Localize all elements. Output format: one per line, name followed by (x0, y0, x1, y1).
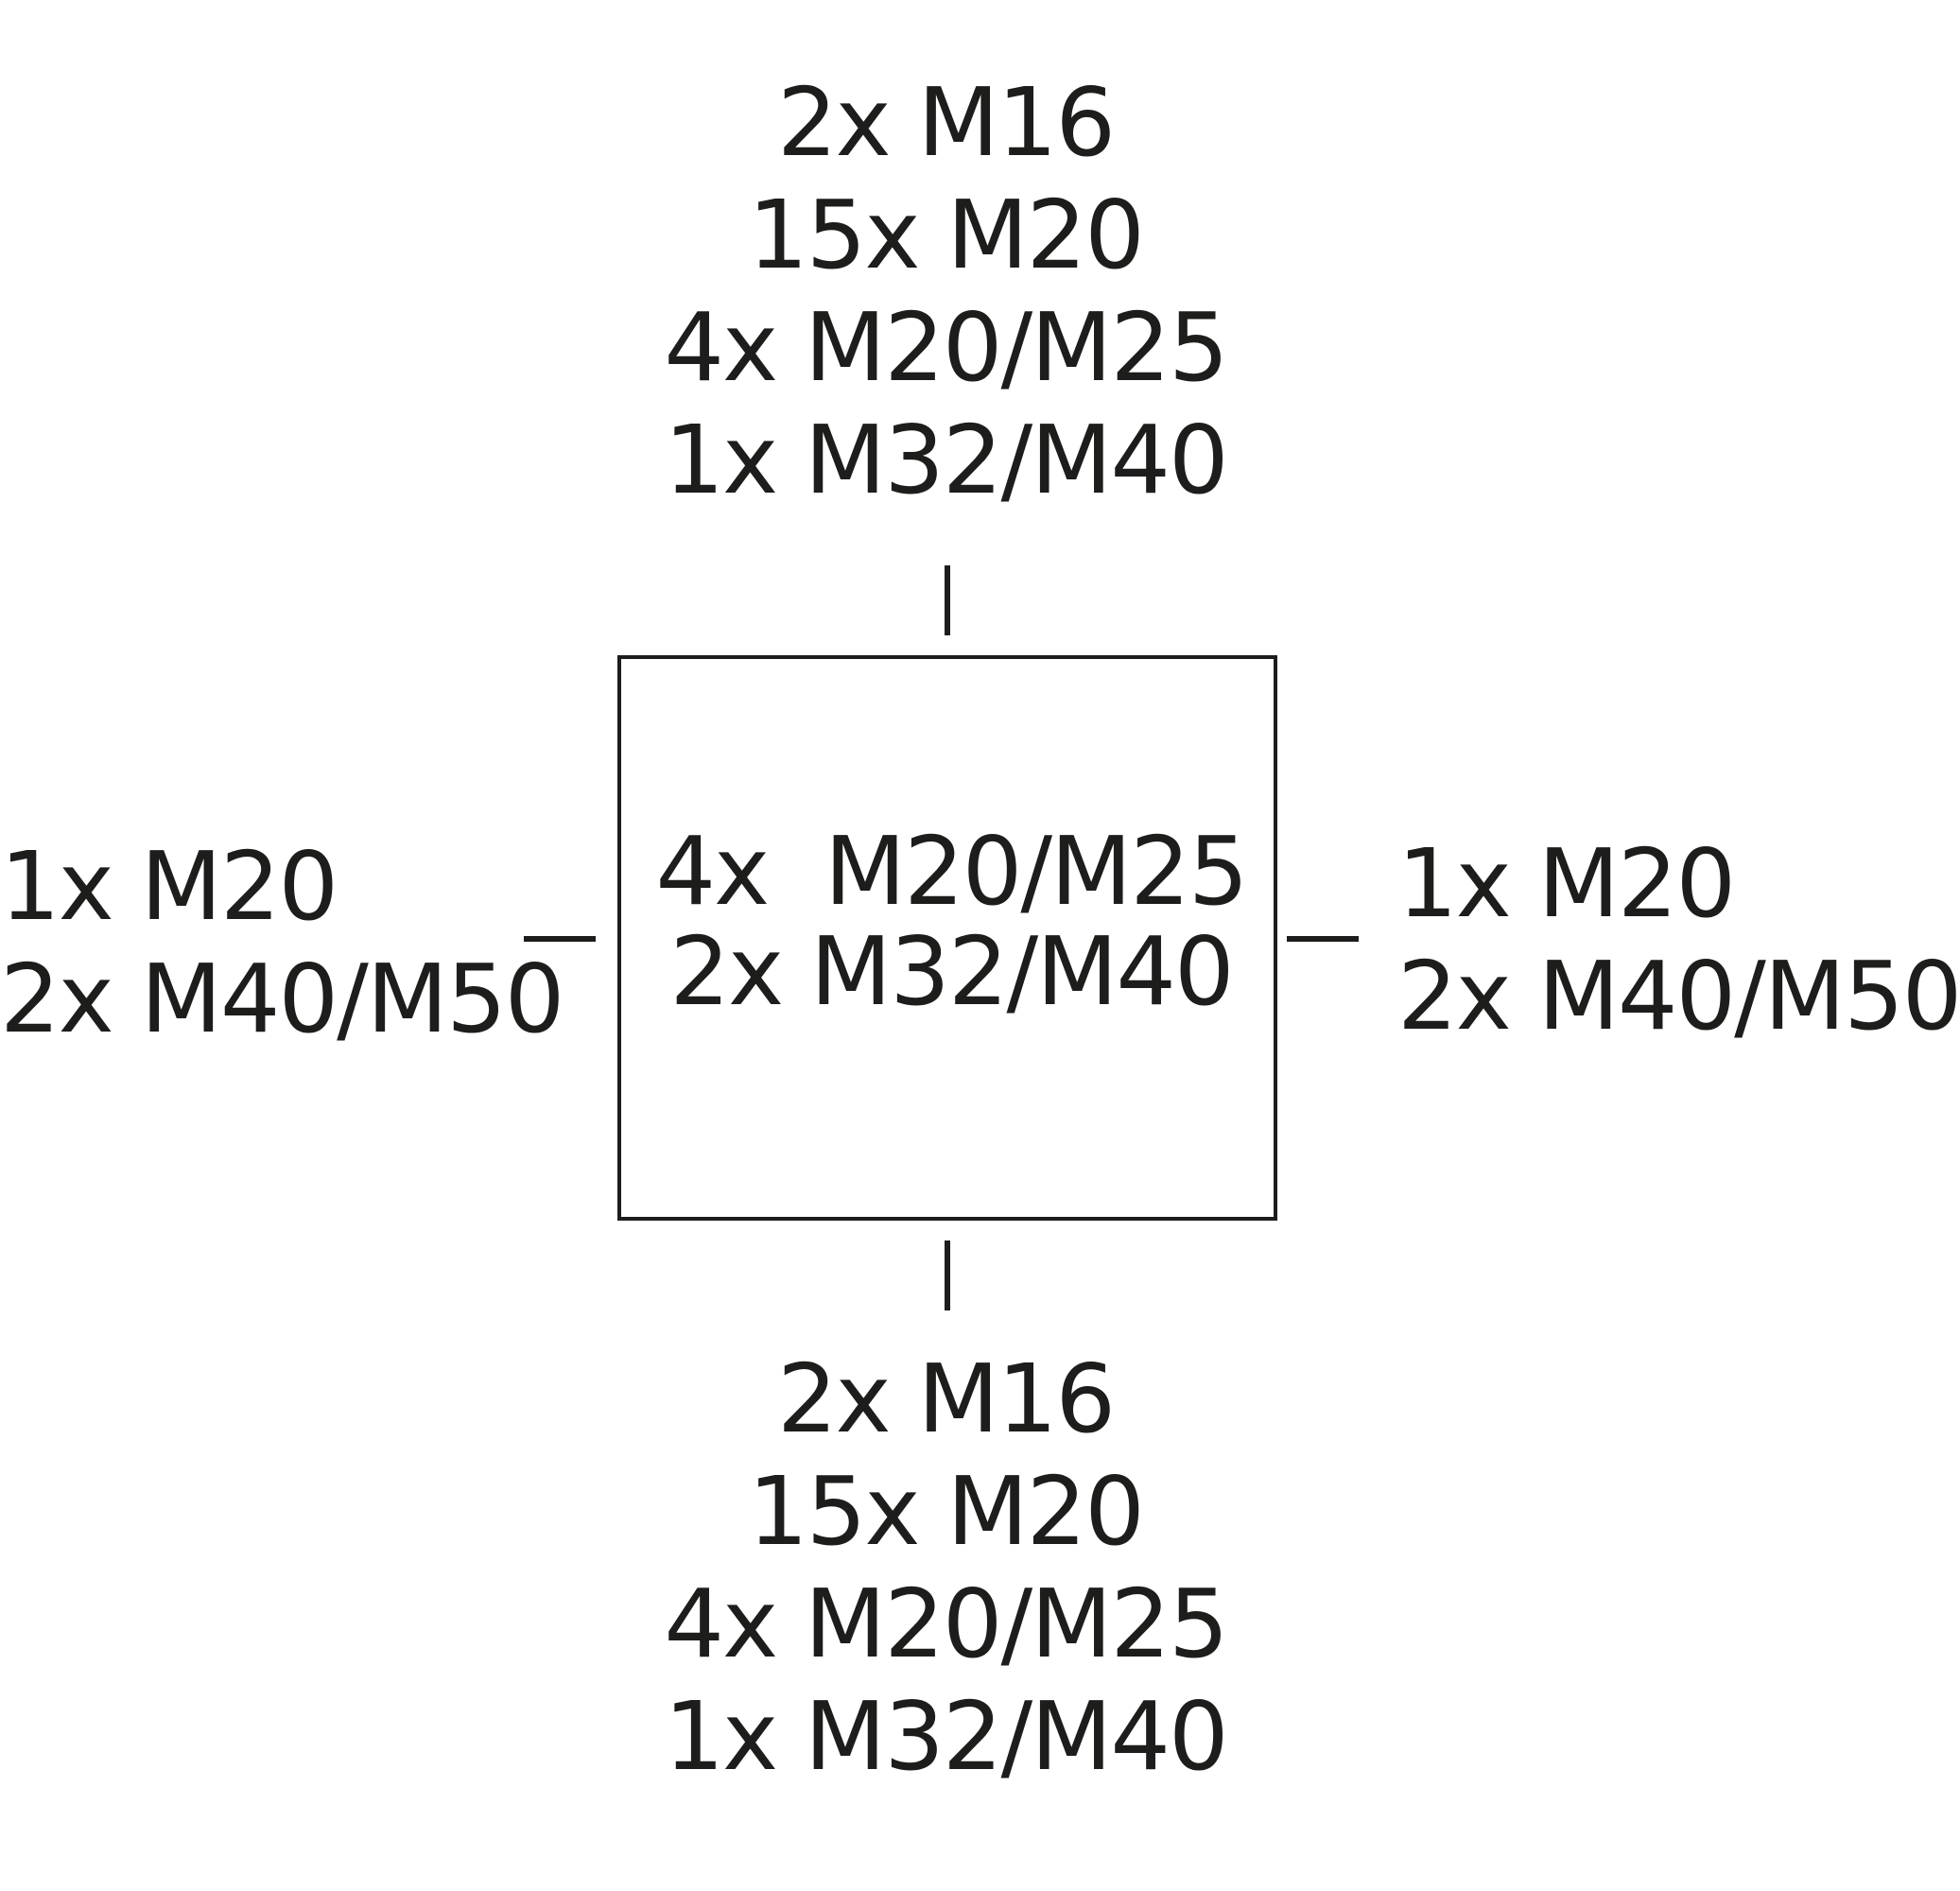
top-label-line: 2x M16 (776, 67, 1116, 178)
top-side-labels: 2x M16 15x M20 4x M20/M25 1x M32/M40 (0, 66, 1891, 516)
bottom-tick-mark (945, 1240, 950, 1310)
left-side-labels: 1x M20 2x M40/M50 (0, 830, 564, 1055)
top-label-line: 15x M20 (748, 180, 1145, 290)
bottom-label-line: 2x M16 (776, 1344, 1116, 1454)
left-label-line: 1x M20 (0, 831, 338, 942)
right-side-labels: 1x M20 2x M40/M50 (1397, 827, 1960, 1052)
bottom-side-labels: 2x M16 15x M20 4x M20/M25 1x M32/M40 (0, 1343, 1891, 1793)
center-label-line: 4x M20/M25 (655, 816, 1248, 927)
top-label-line: 1x M32/M40 (664, 405, 1228, 515)
center-labels: 4x M20/M25 2x M32/M40 (620, 822, 1282, 1022)
bottom-label-line: 15x M20 (748, 1456, 1145, 1567)
bottom-label-line: 4x M20/M25 (664, 1569, 1228, 1679)
top-tick-mark (945, 565, 950, 635)
bottom-label-line: 1x M32/M40 (664, 1681, 1228, 1792)
center-label-line: 2x M32/M40 (669, 916, 1234, 1027)
left-label-line: 2x M40/M50 (0, 944, 564, 1054)
right-label-line: 1x M20 (1397, 828, 1736, 939)
right-label-line: 2x M40/M50 (1397, 941, 1960, 1051)
left-tick-mark (524, 936, 596, 942)
top-label-line: 4x M20/M25 (664, 292, 1228, 403)
right-tick-mark (1287, 936, 1359, 942)
enclosure-box (617, 655, 1277, 1221)
